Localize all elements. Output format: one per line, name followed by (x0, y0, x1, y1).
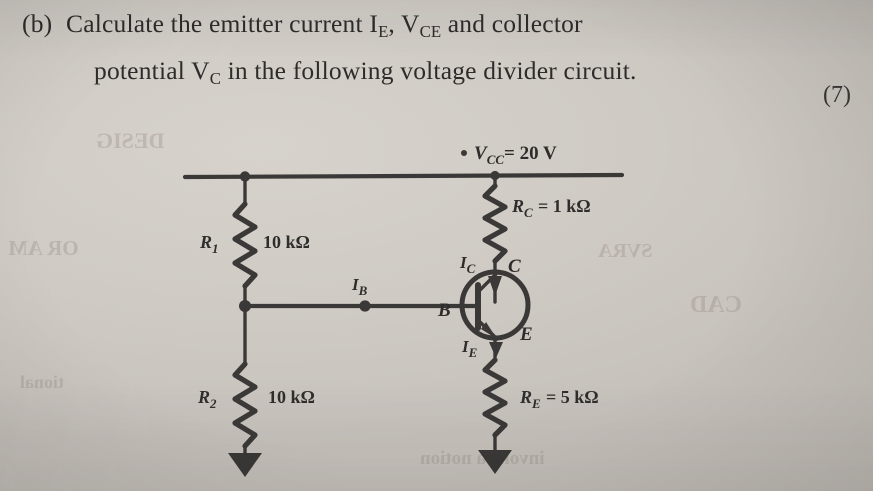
question-line1-part-a: Calculate the emitter current I (66, 9, 379, 38)
transistor-collector-lead (476, 271, 499, 294)
ib-sub: B (358, 283, 368, 298)
r1-sub: 1 (212, 241, 219, 256)
supply-dot (461, 150, 467, 156)
ic-label: IC (459, 253, 476, 276)
transistor-npn: B E (437, 269, 533, 345)
ground-symbol-left (228, 453, 262, 477)
subscript-C: C (209, 69, 221, 89)
ic-prefix: I (459, 253, 468, 272)
re-prefix: R (519, 387, 532, 407)
r1-prefix: R (199, 232, 212, 252)
question-line2-part-b: in the following voltage divider circuit… (221, 56, 637, 86)
circuit-diagram: VCC= 20 V R1 10 kΩ IB (182, 143, 625, 477)
rc-value: = 1 kΩ (538, 196, 591, 216)
question-line1-part-b: , V (388, 9, 420, 38)
re-label: RE (519, 387, 541, 411)
ie-arrow (489, 342, 503, 358)
r2-value: 10 kΩ (268, 387, 315, 407)
r1-value: 10 kΩ (263, 232, 310, 252)
question-line2-part-a: potential V (94, 56, 210, 86)
base-branch: IB (239, 275, 465, 312)
ib-label: IB (351, 275, 368, 298)
rc-label: RC (511, 196, 533, 220)
node-base-mid (359, 300, 371, 312)
r2-sub: 2 (209, 396, 217, 411)
rc-sub: C (524, 205, 533, 220)
ground-symbol-right (478, 450, 512, 474)
component-RE: IE RE = 5 kΩ (461, 337, 599, 474)
ic-arrow (488, 276, 502, 296)
ie-prefix: I (461, 337, 470, 356)
ic-sub: C (467, 261, 476, 276)
ie-label: IE (461, 337, 478, 360)
ib-prefix: I (351, 275, 360, 294)
ie-sub: E (468, 345, 478, 360)
rc-prefix: R (511, 196, 524, 216)
collector-lead: IC C (459, 253, 521, 304)
marks-allocation: (7) (823, 82, 851, 108)
component-R2: R2 10 kΩ (197, 304, 315, 477)
vcc-value: = 20 V (504, 143, 557, 164)
subscript-CE: CE (419, 22, 442, 42)
question-line-1: (b) Calculate the emitter current IE, VCE… (22, 4, 852, 51)
vcc-sub: CC (487, 152, 505, 167)
re-sub: E (531, 396, 541, 411)
question-line1-part-c: and collector (441, 9, 583, 38)
question-label: (b) (22, 9, 53, 38)
vcc-prefix: V (474, 143, 488, 164)
component-RC: RC = 1 kΩ (482, 174, 591, 274)
terminal-label-B: B (437, 300, 451, 321)
svg-text:VCC= 20 V: VCC= 20 V (474, 143, 557, 167)
r2-prefix: R (197, 387, 210, 407)
r2-label: R2 (197, 387, 217, 411)
r1-label: R1 (199, 232, 219, 256)
question-line-2: potential VC in the following voltage di… (22, 51, 852, 98)
subscript-E: E (378, 22, 389, 42)
emitter-arrow (481, 322, 497, 339)
re-value: = 5 kΩ (546, 387, 599, 407)
terminal-label-C: C (508, 256, 521, 277)
question-text: (b) Calculate the emitter current IE, VCE… (22, 4, 852, 98)
terminal-label-E: E (519, 324, 533, 345)
component-R1: R1 10 kΩ (199, 175, 310, 308)
label-vcc: VCC= 20 V (474, 143, 557, 167)
